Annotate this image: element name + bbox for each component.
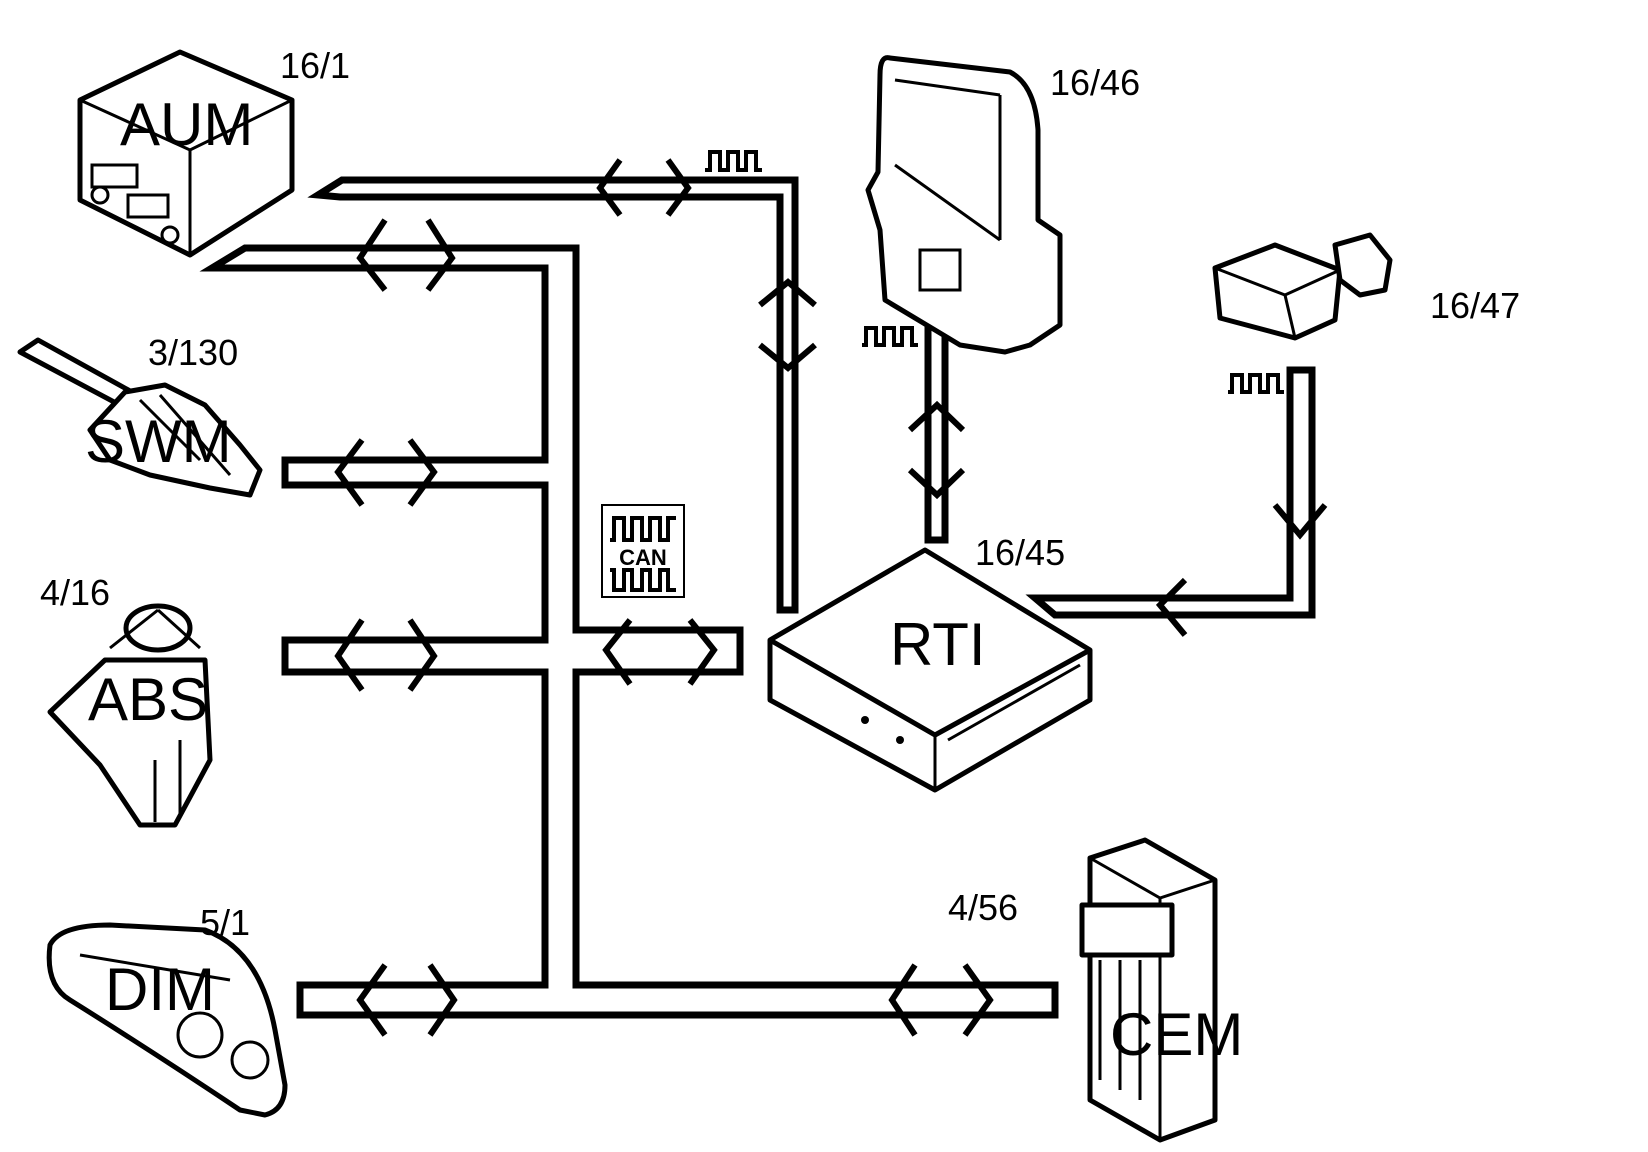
aum-name-label: AUM (120, 91, 253, 158)
bus-outer-aum-branch (199, 244, 1059, 1019)
central-electronic-module-icon (1079, 837, 1218, 1143)
display-code-label: 16/46 (1050, 62, 1140, 103)
aum-code-label: 16/1 (280, 45, 350, 86)
swm-name-label: SWM (85, 408, 232, 475)
rti-code-label: 16/45 (975, 532, 1065, 573)
abs-name-label: ABS (88, 666, 208, 733)
pulse-symbol-display (862, 326, 918, 347)
dim-code-label: 5/1 (200, 902, 250, 943)
rti-name-label: RTI (890, 611, 986, 678)
swm-code-label: 3/130 (148, 332, 238, 373)
radio-unit-icon (77, 49, 295, 258)
display-unit-icon (865, 55, 1063, 355)
bus-display-to-rti (924, 321, 949, 544)
can-label: CAN (619, 545, 667, 570)
gps-antenna-icon (1212, 232, 1393, 341)
pulse-symbol-antenna (1228, 373, 1284, 394)
steering-wheel-module-icon (17, 337, 263, 498)
cem-code-label: 4/56 (948, 887, 1018, 928)
bus-aum-to-rti (307, 176, 799, 614)
antenna-code-label: 16/47 (1430, 285, 1520, 326)
rti-control-box-icon (767, 547, 1093, 793)
bus-antenna-to-rti (1025, 366, 1316, 619)
pulse-signal-symbols (705, 150, 1284, 394)
instrument-cluster-icon (46, 922, 288, 1118)
dim-name-label: DIM (105, 956, 215, 1023)
pulse-symbol-top (705, 150, 762, 172)
abs-module-icon (47, 603, 213, 828)
cem-name-label: CEM (1110, 1001, 1243, 1068)
abs-code-label: 4/16 (40, 572, 110, 613)
bus-arrow-markers (334, 158, 1328, 1037)
can-bus-symbol-icon: CAN (601, 504, 685, 598)
